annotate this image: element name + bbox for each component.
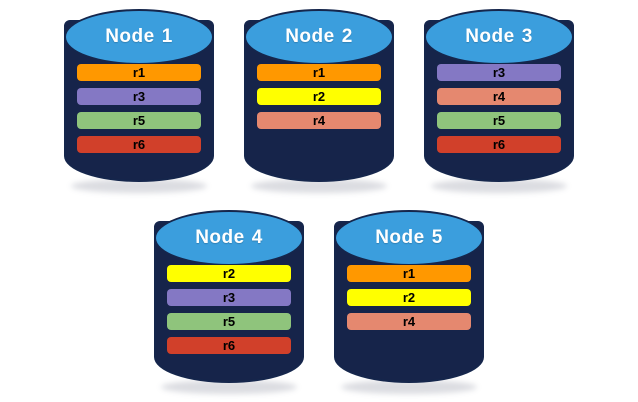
record-bar-r4[interactable]: r4 (257, 112, 381, 129)
node-drop-shadow (71, 179, 207, 193)
record-list: r1 r2 r4 (334, 265, 484, 337)
record-bar-r2[interactable]: r2 (347, 289, 471, 306)
record-bar-r2[interactable]: r2 (167, 265, 291, 282)
record-list: r3 r4 r5 r6 (424, 64, 574, 160)
cylinder-top-ellipse (64, 9, 214, 65)
node-drop-shadow (341, 380, 477, 394)
record-bar-r6[interactable]: r6 (437, 136, 561, 153)
record-bar-r1[interactable]: r1 (257, 64, 381, 81)
record-bar-r3[interactable]: r3 (77, 88, 201, 105)
record-bar-r2[interactable]: r2 (257, 88, 381, 105)
record-bar-r6[interactable]: r6 (167, 337, 291, 354)
node-drop-shadow (161, 380, 297, 394)
record-bar-r3[interactable]: r3 (167, 289, 291, 306)
cylinder-top-ellipse (424, 9, 574, 65)
record-list: r2 r3 r5 r6 (154, 265, 304, 361)
record-bar-r4[interactable]: r4 (347, 313, 471, 330)
cylinder-top-ellipse (334, 210, 484, 266)
cylinder-top-ellipse (154, 210, 304, 266)
record-list: r1 r2 r4 (244, 64, 394, 136)
record-bar-r1[interactable]: r1 (77, 64, 201, 81)
record-bar-r5[interactable]: r5 (167, 313, 291, 330)
record-bar-r5[interactable]: r5 (437, 112, 561, 129)
record-bar-r4[interactable]: r4 (437, 88, 561, 105)
record-bar-r6[interactable]: r6 (77, 136, 201, 153)
record-list: r1 r3 r5 r6 (64, 64, 214, 160)
node-drop-shadow (251, 179, 387, 193)
record-bar-r5[interactable]: r5 (77, 112, 201, 129)
cylinder-top-ellipse (244, 9, 394, 65)
node-drop-shadow (431, 179, 567, 193)
record-bar-r3[interactable]: r3 (437, 64, 561, 81)
record-bar-r1[interactable]: r1 (347, 265, 471, 282)
